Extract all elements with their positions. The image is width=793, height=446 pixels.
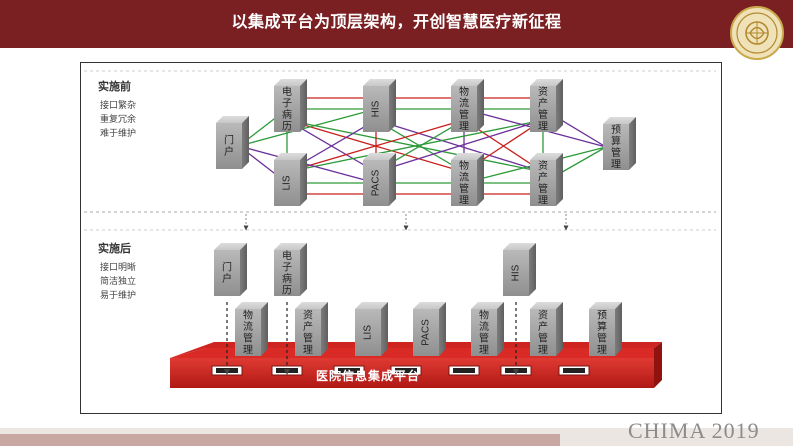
after-node-logistics-2-label: 物流管理 [479, 309, 489, 357]
platform-slot-inner [563, 368, 585, 373]
node-logistics-2: 物流管理 [451, 153, 484, 207]
node-portal-label: 门户 [224, 134, 234, 159]
node-pacs: PACS [363, 153, 396, 206]
after-system-nodes: 门户 电子病历 HIS 物流管理 资产管理 LIS PACS 物流管理 资产管理 预算管理 [214, 243, 622, 356]
node-assets-1: 资产管理 [530, 79, 563, 133]
after-desc-3: 易于维护 [100, 289, 136, 300]
platform-slot-inner [338, 368, 360, 373]
after-node-pacs: PACS [413, 302, 446, 356]
after-node-lis: LIS [355, 302, 388, 356]
node-lis: LIS [274, 153, 307, 206]
node-logistics-2-label: 物流管理 [459, 159, 469, 207]
after-node-portal-label: 门户 [222, 261, 232, 286]
after-node-pacs-label: PACS [421, 319, 432, 346]
after-desc-2: 简洁独立 [100, 275, 136, 286]
after-node-budget: 预算管理 [589, 302, 622, 356]
after-node-logistics-2: 物流管理 [471, 302, 504, 356]
before-title: 实施前 [98, 79, 131, 93]
node-budget: 预算管理 [603, 117, 636, 171]
after-node-emr-label: 电子病历 [282, 249, 292, 297]
after-node-logistics-1: 物流管理 [235, 302, 268, 356]
node-logistics-1-label: 物流管理 [459, 85, 469, 133]
after-node-assets-1: 资产管理 [295, 302, 328, 356]
event-watermark: CHIMA 2019 [628, 418, 760, 443]
transition-arrows [243, 214, 569, 231]
node-emr: 电子病历 [274, 79, 307, 133]
logo-emblem [730, 6, 784, 60]
platform-slot-inner [453, 368, 475, 373]
after-node-assets-2: 资产管理 [530, 302, 563, 356]
node-assets-1-label: 资产管理 [538, 86, 548, 133]
platform-label: 医院信息集成平台 [316, 368, 420, 383]
after-node-emr: 电子病历 [274, 243, 307, 297]
footer-accent-strip [0, 434, 560, 446]
after-node-budget-label: 预算管理 [597, 310, 607, 357]
after-title: 实施后 [98, 241, 131, 255]
after-node-portal: 门户 [214, 243, 247, 296]
before-desc-3: 难于维护 [100, 127, 136, 138]
node-budget-label: 预算管理 [611, 124, 621, 171]
page-title: 以集成平台为顶层架构，开创智慧医疗新征程 [231, 14, 562, 31]
after-node-assets-2-label: 资产管理 [538, 310, 548, 357]
node-assets-2: 资产管理 [530, 153, 563, 207]
node-portal: 门户 [216, 116, 249, 169]
after-node-his: HIS [503, 243, 536, 296]
node-his: HIS [363, 79, 396, 132]
platform-slot-inner [395, 368, 417, 373]
node-his-label: HIS [371, 100, 382, 117]
before-desc-2: 重复冗余 [100, 113, 136, 124]
after-node-assets-1-label: 资产管理 [303, 310, 313, 357]
after-desc-1: 接口明晰 [100, 261, 136, 272]
after-node-his-label: HIS [511, 264, 522, 281]
node-logistics-1: 物流管理 [451, 79, 484, 133]
node-pacs-label: PACS [371, 169, 382, 196]
header-bar [0, 0, 793, 48]
after-node-lis-label: LIS [363, 325, 374, 340]
node-assets-2-label: 资产管理 [538, 160, 548, 207]
before-desc-1: 接口繁杂 [100, 99, 136, 110]
node-lis-label: LIS [282, 175, 293, 190]
node-emr-label: 电子病历 [282, 85, 292, 133]
after-node-logistics-1-label: 物流管理 [243, 309, 253, 357]
